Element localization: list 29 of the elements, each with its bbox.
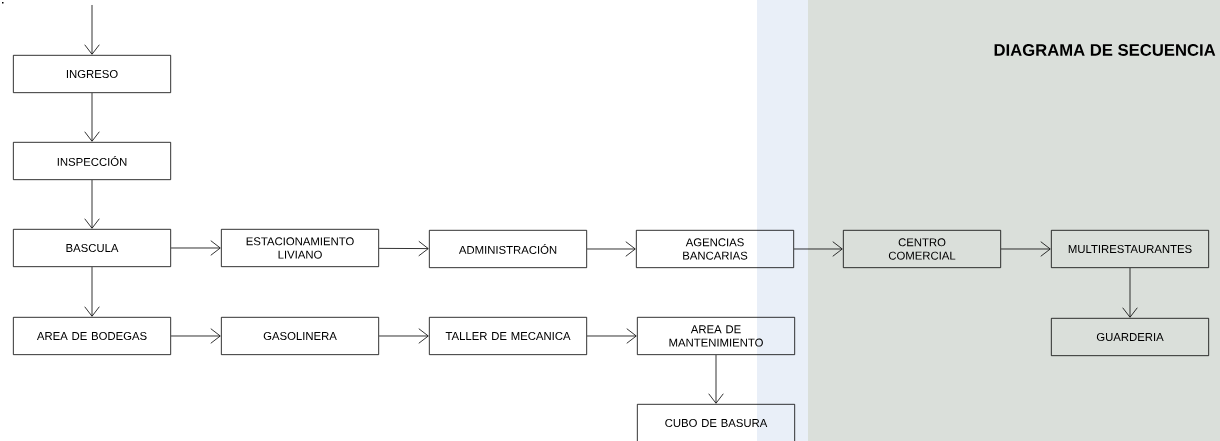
arrow	[1122, 267, 1138, 318]
arrow	[84, 4, 100, 55]
process-box: CUBO DE BASURA	[636, 403, 796, 441]
process-box: BASCULA	[12, 228, 172, 268]
process-box: GUARDERIA	[1050, 317, 1210, 357]
diagram-title: DIAGRAMA DE SECUENCIA	[994, 44, 1216, 56]
process-box: AGENCIAS BANCARIAS	[635, 229, 795, 269]
process-box: INGRESO	[12, 54, 172, 94]
process-box: ESTACIONAMIENTO LIVIANO	[220, 228, 380, 268]
arrow	[793, 241, 843, 257]
arrow	[586, 241, 636, 257]
arrow	[378, 328, 429, 344]
arrow	[84, 266, 100, 317]
arrow	[708, 354, 724, 404]
arrow	[84, 92, 100, 142]
process-box: ADMINISTRACIÓN	[428, 229, 588, 269]
process-box: AREA DE BODEGAS	[12, 316, 172, 356]
process-box: INSPECCIÓN	[12, 141, 172, 181]
process-box: AREA DE MANTENIMIENTO	[636, 316, 796, 356]
arrow	[170, 240, 221, 256]
arrow	[84, 179, 100, 229]
arrow	[378, 240, 429, 257]
process-box: TALLER DE MECANICA	[428, 316, 588, 356]
arrow	[1000, 241, 1051, 257]
process-box: MULTIRESTAURANTES	[1050, 229, 1210, 269]
process-box: CENTRO COMERCIAL	[842, 229, 1002, 269]
arrow	[586, 328, 637, 344]
process-box: GASOLINERA	[220, 316, 380, 356]
arrow	[170, 328, 221, 344]
